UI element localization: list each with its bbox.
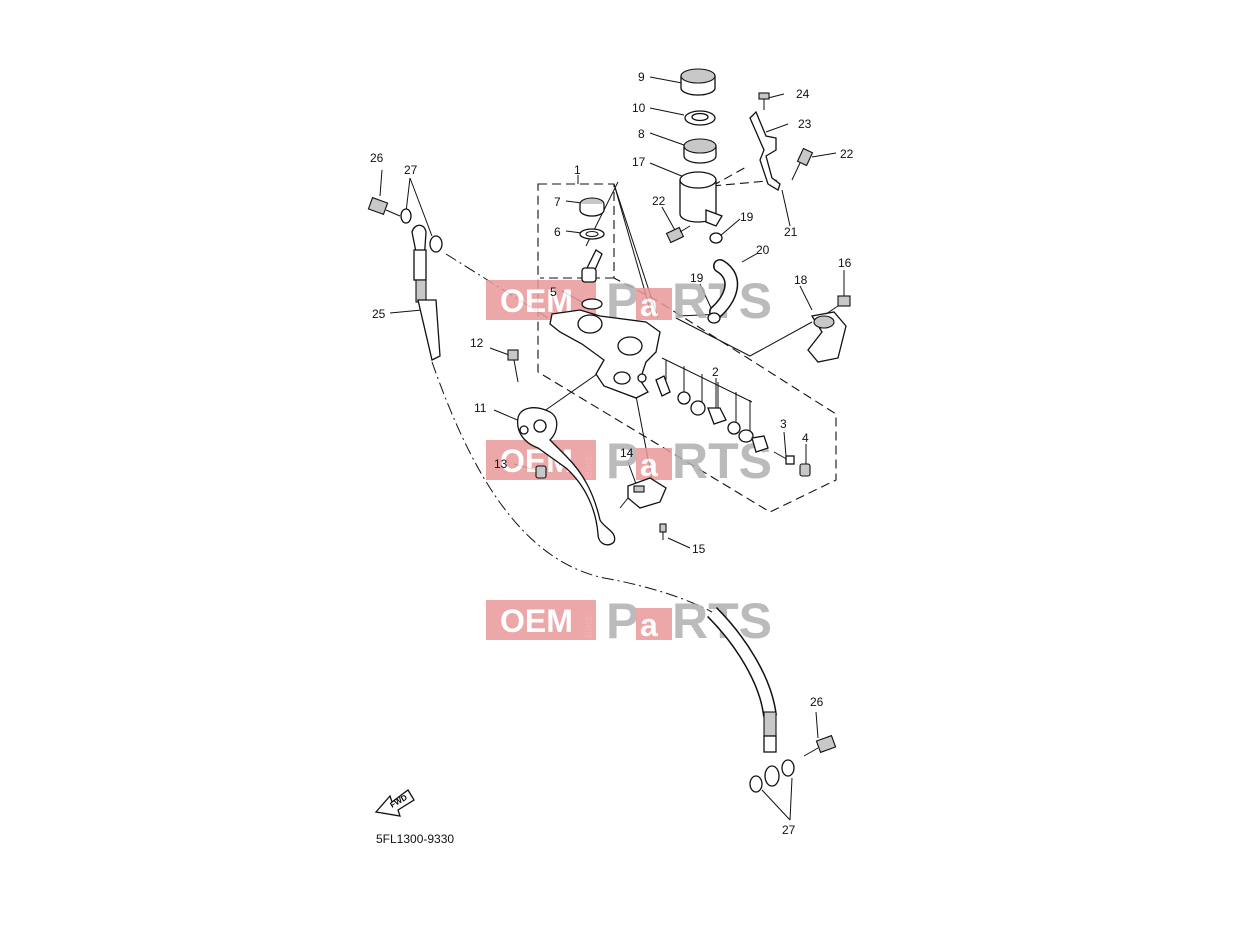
part-diaphragm (683, 138, 717, 164)
callout-14: 14 (620, 446, 634, 460)
part-gasket-27-top-b (429, 235, 443, 253)
callout-15: 15 (692, 542, 706, 556)
callout-13: 13 (494, 457, 508, 471)
part-o-ring-5 (581, 298, 603, 310)
part-diaphragm-plate (684, 110, 716, 126)
part-push-rod-3 (773, 451, 795, 465)
callout-11: 11 (474, 401, 487, 415)
part-circlip-6 (579, 228, 605, 240)
part-bolt-16 (825, 295, 851, 315)
callout-19-upper: 19 (740, 210, 754, 224)
callout-26-top: 26 (370, 151, 384, 165)
callout-8: 8 (638, 127, 645, 141)
part-reservoir-hose (709, 259, 739, 319)
part-union-bolt-26-top (367, 196, 401, 217)
part-reservoir-tank (679, 171, 723, 227)
part-bracket (749, 110, 781, 191)
part-gasket-27-bottom-a (749, 775, 763, 793)
svg-text:P: P (606, 433, 639, 489)
callout-17: 17 (632, 155, 646, 169)
part-lever-11 (516, 407, 616, 546)
svg-text:BIKE: BIKE (584, 454, 595, 478)
svg-text:P: P (606, 593, 639, 649)
leader-lines (379, 76, 845, 821)
callout-20: 20 (756, 243, 770, 257)
callout-22-left: 22 (652, 194, 666, 208)
drawing-code: 5FL1300-9330 (376, 832, 454, 846)
part-clamp-18 (807, 311, 847, 363)
callout-24: 24 (796, 87, 810, 101)
assembly-outline (537, 183, 837, 513)
callout-2: 2 (712, 365, 719, 379)
fwd-arrow-icon: FWD (374, 789, 415, 817)
callout-4: 4 (802, 431, 809, 445)
callout-27-top: 27 (404, 163, 418, 177)
part-brake-hose-25 (411, 224, 441, 361)
part-brake-hose-lower (707, 607, 780, 787)
svg-text:OEM: OEM (500, 603, 573, 639)
svg-text:a: a (640, 607, 658, 643)
callout-9: 9 (638, 70, 645, 84)
part-nut-13 (535, 465, 547, 479)
callout-labels: 1 2 3 4 5 6 7 8 9 10 11 12 13 14 15 16 1… (370, 70, 854, 837)
callout-16: 16 (838, 256, 852, 270)
callout-18: 18 (794, 273, 808, 287)
svg-text:BIKE: BIKE (584, 614, 595, 638)
part-gasket-27-bottom-b (781, 759, 795, 777)
callout-7: 7 (554, 195, 561, 209)
part-screw-24 (758, 92, 770, 110)
callout-21: 21 (784, 225, 798, 239)
part-screw-22-right (791, 147, 814, 181)
callout-26-bottom: 26 (810, 695, 824, 709)
part-lever-pivot-bolt-12 (507, 349, 519, 383)
part-gasket-27-top-a (400, 208, 412, 224)
part-nut-4 (799, 463, 811, 477)
part-reservoir-cap (680, 68, 716, 96)
callout-1: 1 (574, 163, 581, 177)
svg-text:a: a (640, 287, 658, 323)
part-hose-clip-lower (707, 312, 721, 324)
callout-22-right: 22 (840, 147, 854, 161)
part-screw-15 (659, 523, 667, 540)
part-hose-clip-upper (709, 232, 723, 244)
callout-6: 6 (554, 225, 561, 239)
callout-23: 23 (798, 117, 812, 131)
callout-3: 3 (780, 417, 787, 431)
svg-text:a: a (640, 447, 658, 483)
callout-25: 25 (372, 307, 386, 321)
part-switch-14 (619, 477, 667, 509)
callout-27-bottom: 27 (782, 823, 796, 837)
callout-10: 10 (632, 101, 646, 115)
part-piston-kit (655, 375, 769, 453)
part-elbow-fitting (581, 249, 603, 283)
callout-12: 12 (470, 336, 484, 350)
part-union-bolt-26-bottom (803, 734, 837, 757)
callout-5: 5 (550, 285, 557, 299)
part-screw-22-left (665, 225, 691, 244)
callout-19-lower: 19 (690, 271, 704, 285)
part-cap-7 (579, 197, 605, 217)
part-master-cylinder-body (549, 309, 661, 399)
watermark: OEM BIKE P a RTS OEM BIKE P a RTS OEM BI… (486, 273, 772, 649)
